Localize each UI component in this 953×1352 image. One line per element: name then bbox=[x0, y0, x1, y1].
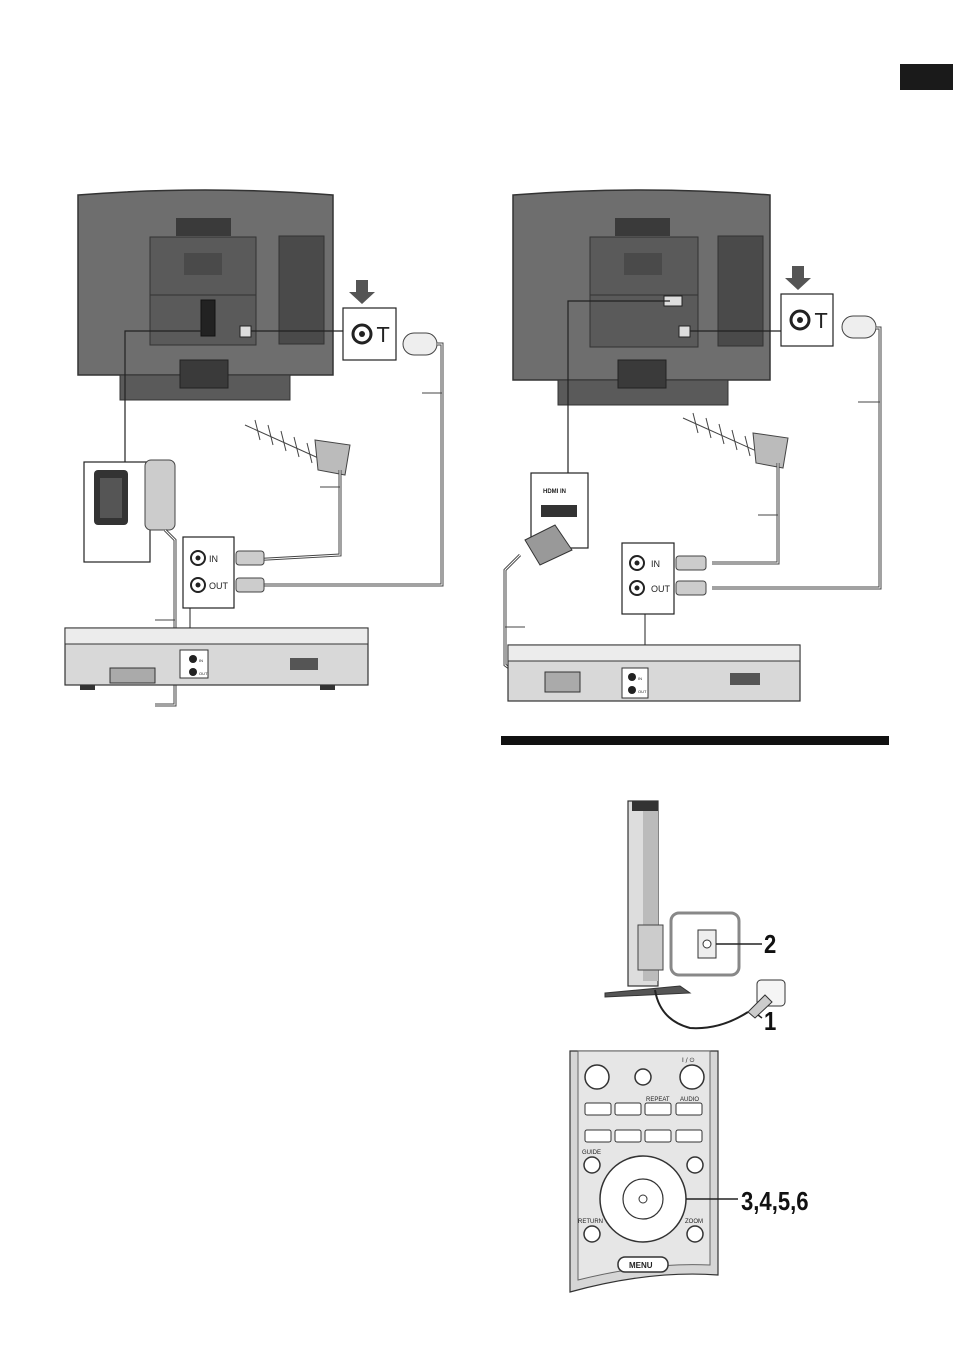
step-2-label: 2 bbox=[764, 929, 776, 960]
remote-menu-label: MENU bbox=[629, 1261, 653, 1270]
left-tv-aerial-port bbox=[240, 326, 251, 337]
remote-guide-label: GUIDE bbox=[582, 1150, 601, 1156]
right-tv-out-label: OUT bbox=[651, 584, 671, 594]
remote-control: REPEAT AUDIO I / ⏻ GUIDE RETURN ZOOM MEN… bbox=[570, 1051, 738, 1292]
svg-text:T: T bbox=[814, 309, 828, 333]
right-tv-aerial-port bbox=[679, 326, 690, 337]
tv-side-view bbox=[605, 801, 785, 1028]
left-tv-speaker-grille bbox=[279, 236, 324, 344]
step-1-label: 1 bbox=[764, 1006, 776, 1037]
right-recorder-out-label: OUT bbox=[638, 689, 647, 694]
right-down-arrow bbox=[785, 266, 811, 290]
remote-return-label: RETURN bbox=[578, 1219, 603, 1225]
right-rooftop-antenna bbox=[683, 413, 788, 563]
remote-power-label: I / ⏻ bbox=[682, 1057, 695, 1064]
left-tv-out-label: OUT bbox=[209, 581, 229, 591]
left-in-out-detail bbox=[183, 537, 234, 608]
right-in-out-detail bbox=[622, 543, 674, 614]
left-down-arrow bbox=[349, 280, 375, 304]
right-diagram: T HDMI IN bbox=[505, 190, 880, 701]
right-hdmi-label: HDMI IN bbox=[543, 489, 566, 495]
remote-audio-label: AUDIO bbox=[680, 1097, 699, 1103]
svg-text:T: T bbox=[376, 323, 390, 347]
right-recorder-in-label: IN bbox=[638, 676, 642, 681]
left-recorder-out-label: OUT bbox=[199, 671, 208, 676]
remote-repeat-label: REPEAT bbox=[646, 1097, 670, 1103]
left-recorder-in-label: IN bbox=[199, 658, 203, 663]
remote-zoom-label: ZOOM bbox=[685, 1219, 703, 1225]
steps-3-6-label: 3,4,5,6 bbox=[741, 1186, 809, 1217]
right-tv-in-label: IN bbox=[651, 559, 660, 569]
left-rooftop-antenna bbox=[245, 420, 350, 560]
left-tv-handle bbox=[176, 218, 231, 236]
left-diagram: T bbox=[65, 190, 442, 705]
left-tv-in-label: IN bbox=[209, 554, 218, 564]
